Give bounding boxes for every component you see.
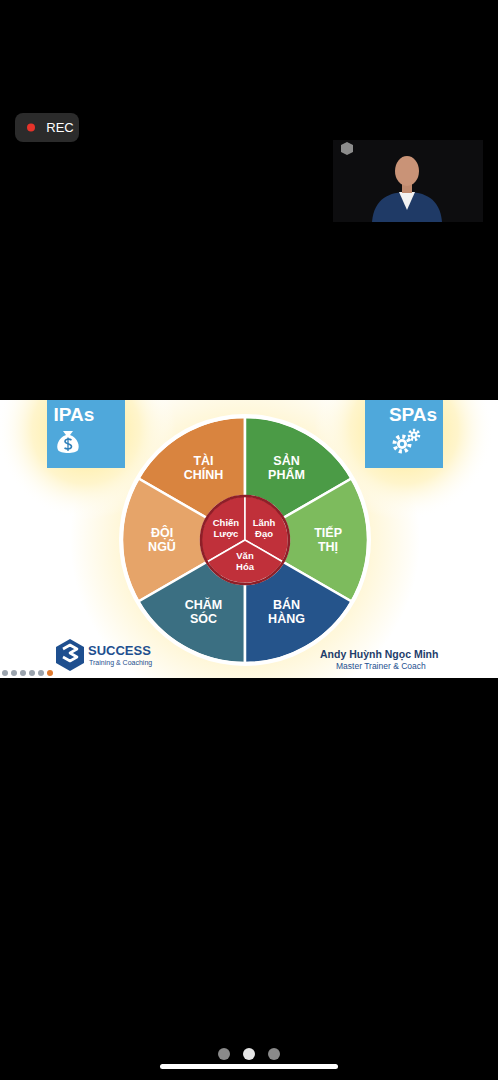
node-text: BÁN HÀNG (268, 598, 305, 626)
node-text: Chiến Lược (213, 518, 239, 539)
presenter-suit (372, 192, 442, 222)
node-text: Lãnh Đạo (253, 518, 276, 539)
brand-tagline: Training & Coaching (89, 659, 152, 666)
page-dot (243, 1048, 255, 1060)
wheel-segment: BÁN HÀNG (244, 562, 352, 663)
page-dot (218, 1048, 230, 1060)
record-dot (27, 124, 35, 132)
trainer-title: Master Trainer & Coach (336, 661, 426, 671)
gear-icon (395, 430, 419, 451)
trainer-name: Andy Huỳnh Ngọc Minh (320, 648, 438, 660)
node-text: TIẾP THỊ (314, 526, 342, 554)
node-text: Văn Hóa (236, 551, 254, 572)
presenter-shirt (399, 192, 415, 210)
ipas-box: IPAs (47, 400, 125, 468)
spas-box: SPAs (365, 400, 443, 468)
slide-toolbar (2, 670, 53, 676)
wheel-edge (122, 417, 368, 663)
node-text: TÀI CHÍNH (184, 454, 224, 482)
node-text: SPAs (389, 404, 437, 425)
presenter-head (395, 156, 419, 186)
node-text: IPAs (54, 404, 95, 425)
core-ring (201, 496, 289, 584)
node-text: REC (46, 120, 73, 135)
segment-path (138, 562, 245, 663)
wheel-rim (119, 414, 371, 666)
thumbnail-logo (341, 142, 353, 155)
segment-path (245, 562, 352, 663)
logo-mark (56, 639, 84, 671)
video-thumbnail (333, 140, 483, 222)
brand-name: SUCCESS (88, 643, 151, 658)
node-text: SẢN PHẨM (268, 454, 305, 482)
home-indicator (160, 1064, 338, 1069)
node-text: CHĂM SÓC (185, 598, 223, 626)
money-icon (57, 431, 78, 453)
wheel-segment: CHĂM SÓC (138, 562, 245, 663)
rec-badge: REC (15, 113, 79, 142)
page-dot (268, 1048, 280, 1060)
node-text: ĐỘI NGŨ (148, 526, 176, 554)
